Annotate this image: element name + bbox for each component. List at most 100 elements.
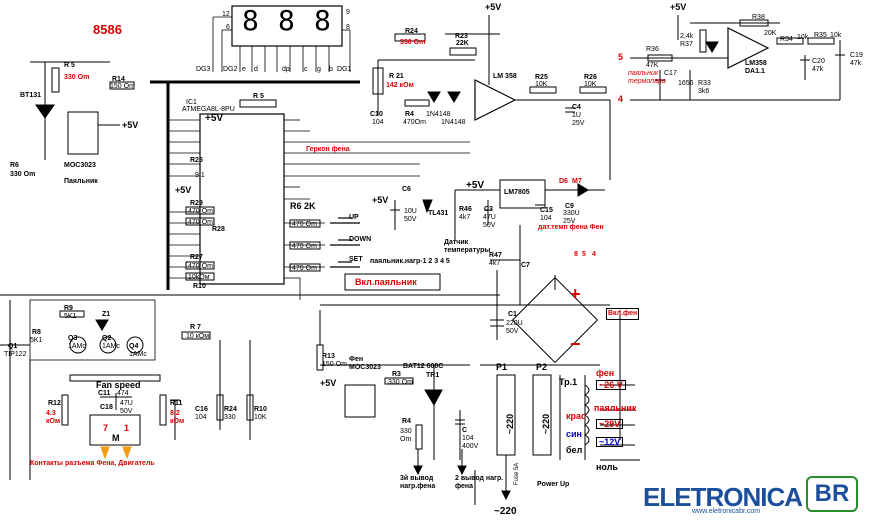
tr1-label: TR1 (426, 372, 440, 379)
c1-label: C1 (508, 311, 517, 318)
lm358-top-label: LM 358 (493, 73, 517, 80)
display-pin-12: 12 (222, 11, 230, 18)
p1-ac-label: ~220 (505, 413, 516, 435)
c9-value: 330U 25V (563, 210, 580, 225)
c15-value: 104 (540, 215, 552, 222)
r6-label: R6 (10, 162, 19, 169)
c10-label: C10 (370, 111, 383, 118)
seg-c-label: c (304, 66, 308, 73)
r28-value: 470 Om (188, 219, 213, 226)
c11-label: C11 (98, 390, 111, 397)
m7-label: M7 (572, 178, 582, 185)
c16-value: 104 (195, 414, 207, 421)
c17-label: C17 (664, 70, 677, 77)
r9-value: 5K1 (64, 313, 77, 320)
moc2-label: MOC3023 (349, 364, 381, 371)
q1-label: Q1 (8, 343, 18, 350)
reed-switch-label: Геркон фена (306, 146, 350, 153)
display-digit-2: 8 (278, 4, 295, 37)
r3-label: R3 (392, 371, 401, 378)
q3-label: Q3 (68, 335, 78, 342)
up-button-label: UP (349, 214, 359, 221)
r33-label: R33 (698, 80, 711, 87)
c17-value: 1656 (678, 80, 694, 87)
tl431-label: TL431 (428, 210, 449, 217)
power-up-label: Power Up (537, 481, 570, 488)
seg-dp-label: dp (282, 66, 290, 73)
input-pin-4: 4 (618, 94, 624, 104)
fan-speed-label: Fan speed (96, 380, 141, 390)
bat12-label: BAT12 600C (403, 363, 444, 370)
r25-value: 10K (535, 81, 548, 88)
set-button-label: SET (349, 256, 363, 263)
r5-label: R 5 (64, 62, 75, 69)
r35-value: 10k (830, 32, 842, 39)
display-digit-1: 8 (242, 4, 259, 37)
r46-label: R46 (459, 206, 472, 213)
fan-con-pin-5: 5 (582, 251, 586, 258)
r36-value: 47K (646, 62, 659, 69)
ic1-label: IC1 (186, 99, 197, 106)
temp-sensor-label: Датчик температуры (444, 239, 491, 254)
r40-value: 470 Om (292, 265, 317, 272)
fan-sensor-label: дат.темп фена Фен (538, 224, 604, 231)
c20-label: C20 (812, 58, 825, 65)
z1-label: Z1 (102, 311, 111, 318)
c10-value: 104 (372, 119, 384, 126)
r6-value: 330 Om (10, 171, 36, 178)
p1-label: P1 (496, 362, 508, 372)
r4-value: 470Om (403, 119, 426, 126)
r25-label: R25 (535, 74, 548, 81)
bt131-label: BT131 (20, 92, 42, 99)
motor-label: M (112, 433, 120, 443)
r46-value: 4k7 (459, 214, 471, 221)
r25-left-value: 9,1 (195, 172, 205, 179)
r36-label: R36 (646, 46, 659, 53)
da1-label: DA1.1 (745, 68, 765, 75)
neutral-label: ноль (596, 462, 618, 472)
mains-label: ~220 (494, 506, 517, 517)
r24-value: 330 Om (400, 39, 426, 46)
r34-label: R34 (780, 36, 793, 43)
d6-label: D6 (559, 178, 568, 185)
c18-value: 47U 50V (120, 400, 133, 415)
r23-label: R23 (455, 33, 468, 40)
ic1-part: ATMEGA8L-8PU (182, 106, 235, 113)
r4b-label: R4 (402, 418, 411, 425)
c4-label: C4 (572, 104, 581, 111)
c16-label: C16 (195, 406, 208, 413)
r3-value: 330 Om (388, 379, 413, 386)
q3-value: 1AMc (68, 343, 86, 350)
r30-value: 470 Om (292, 221, 317, 228)
r29-label: R29 (190, 200, 203, 207)
r24-label: R24 (405, 28, 418, 35)
r8-value: 5K1 (30, 337, 43, 344)
c7-label: C7 (521, 262, 530, 269)
r37-label: R37 (680, 41, 693, 48)
fuse-label: Fuse 5A (514, 462, 521, 486)
c18-label: C18 (100, 404, 113, 411)
c20-value: 47k (812, 66, 824, 73)
fan-connector-caption: Контакты разъема Фена, Двигатель (30, 460, 155, 467)
q4-value: 1AMc (129, 351, 147, 358)
r26-value: 10K (584, 81, 597, 88)
q2-value: 1AMc (102, 343, 120, 350)
input-pin-5: 5 (618, 52, 624, 62)
display-pin-8: 8 (346, 24, 350, 31)
rectifier-minus: − (570, 334, 581, 354)
brand-badge: BR (806, 476, 858, 512)
plus5-r6: +5V (372, 195, 389, 205)
c19-label: C19 (850, 52, 863, 59)
dg3-label: DG3 (196, 66, 211, 73)
r11-value: 8.2 кОм (170, 410, 185, 425)
brand-url: www.eletronicabr.com (692, 508, 761, 515)
heater-pin3-label: 3й вывод нагр.фена (400, 475, 436, 490)
motor-pin-7: 7 (103, 423, 109, 433)
r28-label: R28 (212, 226, 225, 233)
thermocouple-label: паяльник термопара (628, 70, 666, 85)
r47-label: R47 (489, 252, 502, 259)
v12-label: ~12V (596, 437, 624, 447)
r10b-value: 10K (254, 414, 267, 421)
solder-winding-label: паяльник (594, 403, 637, 413)
lm7805-label: LM7805 (504, 189, 530, 196)
